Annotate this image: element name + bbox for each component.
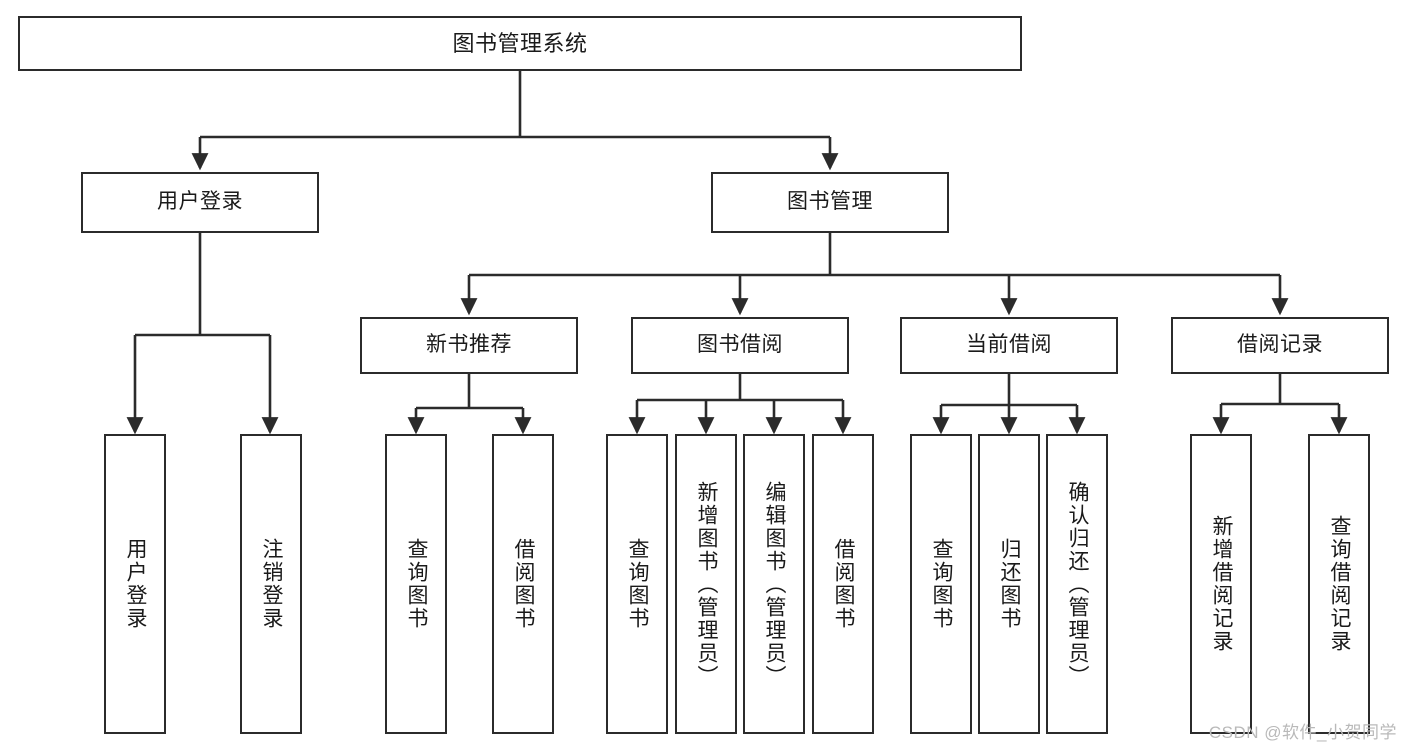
leaf-current-return-book[interactable]: 归还图书: [978, 434, 1040, 734]
leaf-current-confirm-return-admin[interactable]: 确认归还（管理员）: [1046, 434, 1108, 734]
node-label: 查询图书: [626, 538, 650, 630]
node-label: 借阅记录: [1237, 333, 1323, 357]
node-label: 确认归还（管理员）: [1066, 480, 1090, 688]
node-label: 借阅图书: [832, 538, 856, 630]
node-label: 当前借阅: [966, 333, 1052, 357]
leaf-current-query-book[interactable]: 查询图书: [910, 434, 972, 734]
node-label: 用户登录: [124, 538, 148, 630]
node-label: 用户登录: [157, 190, 243, 214]
node-label: 注销登录: [260, 538, 284, 630]
leaf-borrow-query-book[interactable]: 查询图书: [606, 434, 668, 734]
node-label: 新增借阅记录: [1210, 515, 1234, 653]
leaf-borrow-edit-book-admin[interactable]: 编辑图书（管理员）: [743, 434, 805, 734]
leaf-recommend-borrow-book[interactable]: 借阅图书: [492, 434, 554, 734]
node-user-login[interactable]: 用户登录: [81, 172, 319, 233]
node-root-book-management-system[interactable]: 图书管理系统: [18, 16, 1022, 71]
node-new-book-recommend[interactable]: 新书推荐: [360, 317, 578, 374]
leaf-record-add-borrow-record[interactable]: 新增借阅记录: [1190, 434, 1252, 734]
node-label: 查询图书: [405, 538, 429, 630]
node-label: 查询图书: [930, 538, 954, 630]
node-label: 图书借阅: [697, 333, 783, 357]
leaf-user-logout[interactable]: 注销登录: [240, 434, 302, 734]
leaf-record-query-borrow-record[interactable]: 查询借阅记录: [1308, 434, 1370, 734]
node-label: 图书管理: [787, 190, 873, 214]
watermark: CSDN @软件_小贺同学: [1208, 723, 1397, 742]
node-label: 借阅图书: [512, 538, 536, 630]
node-borrow-record[interactable]: 借阅记录: [1171, 317, 1389, 374]
node-label: 图书管理系统: [452, 30, 588, 56]
node-book-borrow[interactable]: 图书借阅: [631, 317, 849, 374]
node-label: 归还图书: [998, 538, 1022, 630]
node-current-borrow[interactable]: 当前借阅: [900, 317, 1118, 374]
node-label: 新书推荐: [426, 333, 512, 357]
node-book-management[interactable]: 图书管理: [711, 172, 949, 233]
leaf-recommend-query-book[interactable]: 查询图书: [385, 434, 447, 734]
leaf-user-login[interactable]: 用户登录: [104, 434, 166, 734]
leaf-borrow-add-book-admin[interactable]: 新增图书（管理员）: [675, 434, 737, 734]
node-label: 查询借阅记录: [1328, 515, 1352, 653]
node-label: 新增图书（管理员）: [695, 480, 719, 688]
leaf-borrow-borrow-book[interactable]: 借阅图书: [812, 434, 874, 734]
node-label: 编辑图书（管理员）: [763, 480, 787, 688]
